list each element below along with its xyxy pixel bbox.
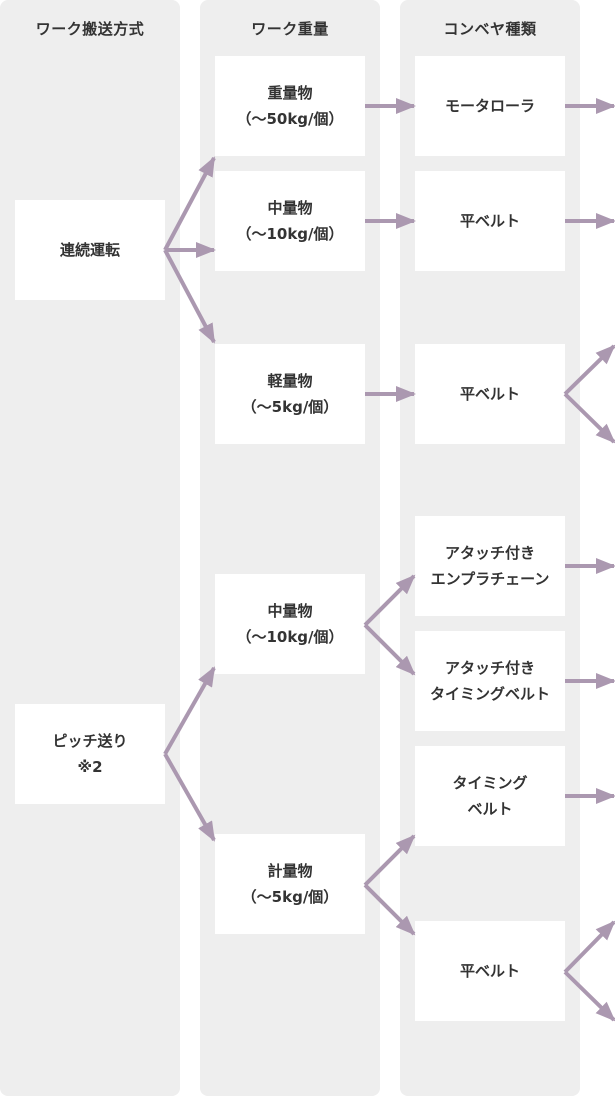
node-sublabel: （～10kg/個） <box>236 225 344 243</box>
arrow-connector <box>363 834 416 887</box>
node-continuous: 連続運転 <box>15 200 165 300</box>
node-sublabel: （～5kg/個） <box>241 888 339 906</box>
node-label: 連続運転 <box>59 241 120 259</box>
node-label: 平ベルト <box>459 962 520 980</box>
arrow-connector <box>363 623 416 676</box>
node-label: ピッチ送り <box>52 732 128 750</box>
node-note: ※2 <box>77 758 103 776</box>
node-label: アタッチ付き <box>444 659 535 677</box>
node-heavy: 重量物 （～50kg/個） <box>215 56 365 156</box>
node-sublabel: （～10kg/個） <box>236 628 344 646</box>
node-flat-belt: 平ベルト <box>415 171 565 271</box>
arrow-connector <box>163 666 216 755</box>
node-medium: 中量物 （～10kg/個） <box>215 171 365 271</box>
arrow-connector <box>563 970 615 1022</box>
column-header: コンベヤ種類 <box>443 20 537 38</box>
arrow-connector <box>163 249 216 344</box>
node-sublabel: （～50kg/個） <box>236 110 344 128</box>
node-label: エンプラチェーン <box>430 570 550 588</box>
arrow-connector <box>163 156 216 251</box>
column-header: ワーク重量 <box>251 20 329 38</box>
arrow-connector <box>363 574 416 627</box>
node-label: 重量物 <box>267 84 313 102</box>
arrow-connector <box>563 344 615 396</box>
node-label: ベルト <box>467 800 513 818</box>
node-flat-belt: 平ベルト <box>415 921 565 1021</box>
node-attachment-chain: アタッチ付き エンプラチェーン <box>415 516 565 616</box>
node-light: 軽量物 （～5kg/個） <box>215 344 365 444</box>
node-label: アタッチ付き <box>444 544 535 562</box>
node-flat-belt: 平ベルト <box>415 344 565 444</box>
node-label: 中量物 <box>267 602 313 620</box>
node-label: 中量物 <box>267 199 313 217</box>
arrow-connector <box>163 753 216 842</box>
arrow-connector <box>563 392 615 444</box>
node-timing-belt: タイミング ベルト <box>415 746 565 846</box>
node-label: モータローラ <box>444 97 535 115</box>
node-label: 平ベルト <box>459 212 520 230</box>
node-label: 計量物 <box>267 862 313 880</box>
node-medium-pitch: 中量物 （～10kg/個） <box>215 574 365 674</box>
node-weighed: 計量物 （～5kg/個） <box>215 834 365 934</box>
arrow-connector <box>563 920 615 974</box>
node-label: タイミングベルト <box>429 685 550 703</box>
arrow-connector <box>363 883 416 936</box>
node-label: 軽量物 <box>267 372 313 390</box>
node-sublabel: （～5kg/個） <box>241 398 339 416</box>
node-motor-roller: モータローラ <box>415 56 565 156</box>
column-transport-method: ワーク搬送方式 <box>0 0 180 1096</box>
column-header: ワーク搬送方式 <box>35 20 145 38</box>
node-attachment-timing-belt: アタッチ付き タイミングベルト <box>415 631 565 731</box>
node-label: 平ベルト <box>459 385 520 403</box>
node-label: タイミング <box>452 774 528 792</box>
node-pitch-feed: ピッチ送り ※2 <box>15 704 165 804</box>
